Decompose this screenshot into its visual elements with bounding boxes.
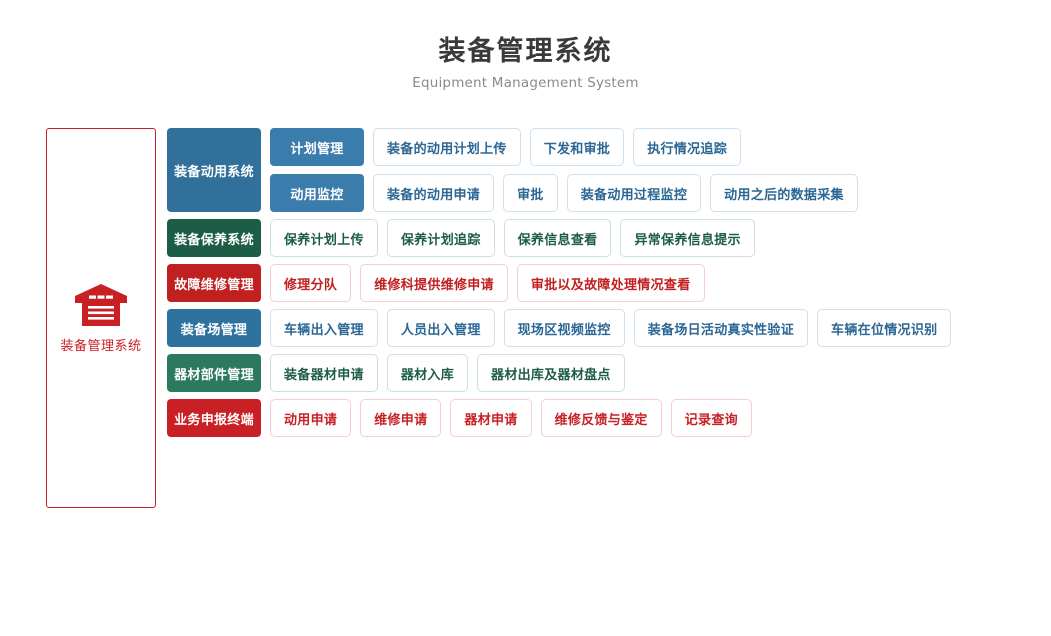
category-box[interactable]: 装备动用系统 xyxy=(167,128,261,212)
feature-item[interactable]: 动用之后的数据采集 xyxy=(710,174,858,212)
subgroup-row: 动用申请维修申请器材申请维修反馈与鉴定记录查询 xyxy=(270,399,761,437)
feature-item[interactable]: 执行情况追踪 xyxy=(633,128,742,166)
feature-item[interactable]: 器材入库 xyxy=(386,354,469,392)
feature-item[interactable]: 审批以及故障处理情况查看 xyxy=(516,264,705,302)
feature-item[interactable]: 保养信息查看 xyxy=(503,219,612,257)
feature-item[interactable]: 维修科提供维修申请 xyxy=(360,264,508,302)
feature-item[interactable]: 装备场日活动真实性验证 xyxy=(633,309,809,347)
category-row: 装备场管理车辆出入管理人员出入管理现场区视频监控装备场日活动真实性验证车辆在位情… xyxy=(167,309,960,347)
category-box[interactable]: 装备保养系统 xyxy=(167,219,261,257)
feature-item[interactable]: 维修申请 xyxy=(360,399,442,437)
subgroup-row: 动用监控装备的动用申请审批装备动用过程监控动用之后的数据采集 xyxy=(270,174,867,212)
feature-item[interactable]: 装备的动用申请 xyxy=(373,174,495,212)
feature-item[interactable]: 保养计划上传 xyxy=(270,219,378,257)
category-content: 保养计划上传保养计划追踪保养信息查看异常保养信息提示 xyxy=(270,219,764,257)
category-row: 装备动用系统计划管理装备的动用计划上传下发和审批执行情况追踪动用监控装备的动用申… xyxy=(167,128,960,212)
category-rows: 装备动用系统计划管理装备的动用计划上传下发和审批执行情况追踪动用监控装备的动用申… xyxy=(167,128,960,444)
subgroup-row: 修理分队维修科提供维修申请审批以及故障处理情况查看 xyxy=(270,264,714,302)
feature-item[interactable]: 人员出入管理 xyxy=(386,309,495,347)
category-box[interactable]: 装备场管理 xyxy=(167,309,261,347)
category-content: 动用申请维修申请器材申请维修反馈与鉴定记录查询 xyxy=(270,399,761,437)
system-root-label: 装备管理系统 xyxy=(60,338,142,354)
feature-item[interactable]: 记录查询 xyxy=(670,399,752,437)
feature-item[interactable]: 动用申请 xyxy=(270,399,352,437)
feature-item[interactable]: 异常保养信息提示 xyxy=(620,219,755,257)
page-title: 装备管理系统 xyxy=(438,36,613,67)
subgroup-box[interactable]: 动用监控 xyxy=(270,174,364,212)
category-row: 故障维修管理修理分队维修科提供维修申请审批以及故障处理情况查看 xyxy=(167,264,960,302)
category-row: 器材部件管理装备器材申请器材入库器材出库及器材盘点 xyxy=(167,354,960,392)
feature-item[interactable]: 保养计划追踪 xyxy=(386,219,495,257)
subgroup-row: 装备器材申请器材入库器材出库及器材盘点 xyxy=(270,354,634,392)
architecture-board: 装备管理系统 装备动用系统计划管理装备的动用计划上传下发和审批执行情况追踪动用监… xyxy=(0,110,1051,508)
feature-item[interactable]: 维修反馈与鉴定 xyxy=(540,399,662,437)
feature-item[interactable]: 现场区视频监控 xyxy=(503,309,625,347)
category-content: 修理分队维修科提供维修申请审批以及故障处理情况查看 xyxy=(270,264,714,302)
feature-item[interactable]: 器材出库及器材盘点 xyxy=(477,354,625,392)
feature-item[interactable]: 车辆出入管理 xyxy=(270,309,378,347)
category-box[interactable]: 业务申报终端 xyxy=(167,399,261,437)
feature-item[interactable]: 装备动用过程监控 xyxy=(566,174,702,212)
page-subtitle: Equipment Management System xyxy=(412,75,639,92)
category-row: 业务申报终端动用申请维修申请器材申请维修反馈与鉴定记录查询 xyxy=(167,399,960,437)
feature-item[interactable]: 装备的动用计划上传 xyxy=(373,128,521,166)
feature-item[interactable]: 下发和审批 xyxy=(529,128,625,166)
page-header: 装备管理系统 Equipment Management System xyxy=(0,0,1051,91)
warehouse-icon xyxy=(74,283,128,327)
feature-item[interactable]: 器材申请 xyxy=(450,399,532,437)
system-root-panel[interactable]: 装备管理系统 xyxy=(46,128,156,508)
category-box[interactable]: 器材部件管理 xyxy=(167,354,261,392)
category-box[interactable]: 故障维修管理 xyxy=(167,264,261,302)
subgroup-row: 计划管理装备的动用计划上传下发和审批执行情况追踪 xyxy=(270,128,867,166)
feature-item[interactable]: 审批 xyxy=(503,174,558,212)
category-row: 装备保养系统保养计划上传保养计划追踪保养信息查看异常保养信息提示 xyxy=(167,219,960,257)
feature-item[interactable]: 修理分队 xyxy=(270,264,352,302)
category-content: 车辆出入管理人员出入管理现场区视频监控装备场日活动真实性验证车辆在位情况识别 xyxy=(270,309,960,347)
subgroup-box[interactable]: 计划管理 xyxy=(270,128,364,166)
subgroup-row: 车辆出入管理人员出入管理现场区视频监控装备场日活动真实性验证车辆在位情况识别 xyxy=(270,309,960,347)
feature-item[interactable]: 车辆在位情况识别 xyxy=(817,309,952,347)
category-content: 计划管理装备的动用计划上传下发和审批执行情况追踪动用监控装备的动用申请审批装备动… xyxy=(270,128,867,212)
subgroup-row: 保养计划上传保养计划追踪保养信息查看异常保养信息提示 xyxy=(270,219,764,257)
category-content: 装备器材申请器材入库器材出库及器材盘点 xyxy=(270,354,634,392)
feature-item[interactable]: 装备器材申请 xyxy=(270,354,378,392)
